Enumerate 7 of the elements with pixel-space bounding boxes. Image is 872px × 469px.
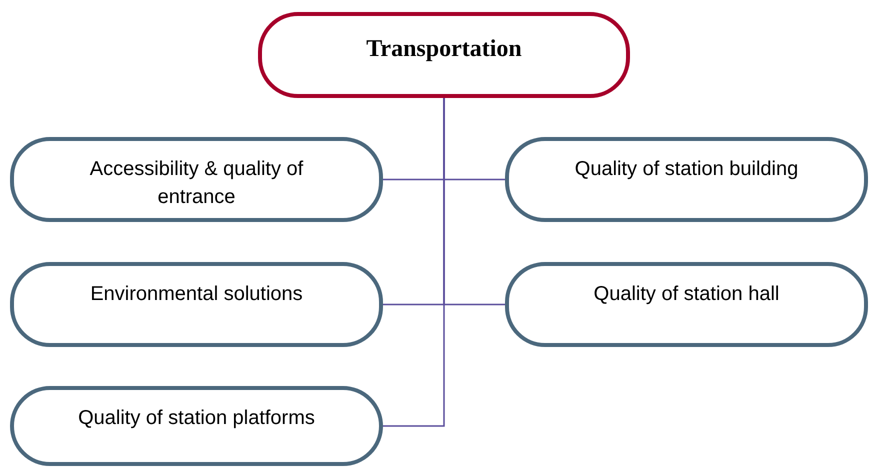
node-label: Quality of station building (574, 157, 798, 182)
connector-line (383, 98, 445, 427)
node-label: Environmental solutions (90, 282, 303, 307)
node-label: Quality of station platforms (78, 406, 315, 431)
node-label: Accessibility & quality of entrance (88, 157, 304, 210)
node-label: Transportation (366, 35, 522, 64)
node-label: Quality of station hall (594, 282, 780, 307)
